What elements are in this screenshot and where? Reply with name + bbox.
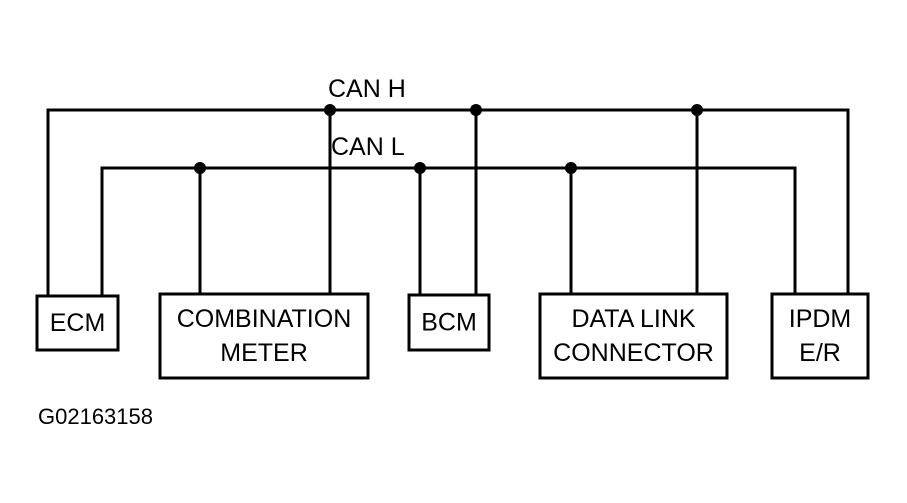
node-box-bcm[interactable]	[407, 293, 491, 352]
node-box-layer	[35, 292, 870, 380]
node-label-bcm: BCM	[421, 309, 477, 337]
node-label-combination-meter: COMBINATION	[177, 305, 352, 333]
node-box-combination-meter[interactable]	[158, 292, 370, 380]
node-label-combination-meter: METER	[220, 339, 308, 367]
node-box-data-link-connector[interactable]	[538, 292, 729, 380]
bus-label-can-l: CAN L	[331, 133, 405, 161]
node-box-ecm[interactable]	[35, 294, 120, 352]
node-box-ipdm-er[interactable]	[770, 292, 870, 380]
node-label-data-link-connector: CONNECTOR	[553, 339, 714, 367]
junction-dot-data-link-connector-can-l	[565, 162, 577, 174]
junction-dot-bcm-can-l	[414, 162, 426, 174]
node-label-ipdm-er: E/R	[799, 339, 841, 367]
junction-dot-bcm-can-h	[470, 104, 482, 116]
node-label-data-link-connector: DATA LINK	[571, 305, 695, 333]
junction-dot-combination-meter-can-l	[194, 162, 206, 174]
bus-label-can-h: CAN H	[328, 75, 406, 103]
junction-dot-combination-meter-can-h	[324, 104, 336, 116]
junction-dot-layer	[194, 104, 703, 174]
node-label-ecm: ECM	[50, 309, 106, 337]
junction-dot-data-link-connector-can-h	[691, 104, 703, 116]
node-label-ipdm-er: IPDM	[789, 305, 852, 333]
text-label-layer: ECM COMBINATION METER BCM DATA LINK CONNECTOR…	[38, 75, 851, 429]
figure-caption: G02163158	[38, 404, 153, 429]
wire-layer	[46, 108, 850, 298]
